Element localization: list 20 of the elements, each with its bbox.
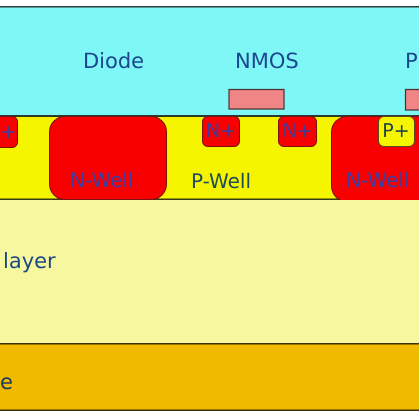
region-label: N+	[206, 120, 236, 143]
p-well-region	[0, 116, 419, 200]
device-label: P	[405, 49, 418, 74]
bottom-layer	[0, 343, 419, 411]
region-label: N+	[282, 120, 313, 143]
region-label: P+	[382, 120, 410, 142]
top-layer	[0, 6, 419, 116]
region-label: N-Well	[346, 168, 410, 192]
region-label: +	[0, 120, 16, 144]
n-plus-region	[0, 116, 18, 148]
device-label: Diode	[83, 49, 144, 74]
p-plus-region	[378, 116, 414, 146]
region-label: P-Well	[191, 169, 252, 193]
n-well-region	[331, 116, 419, 202]
layer-label: layer	[3, 249, 56, 274]
device-label: NMOS	[235, 49, 299, 74]
n-well-region	[49, 116, 167, 200]
region-label: N-Well	[70, 168, 134, 192]
layer-label: e	[0, 370, 13, 396]
middle-layer	[0, 200, 419, 343]
